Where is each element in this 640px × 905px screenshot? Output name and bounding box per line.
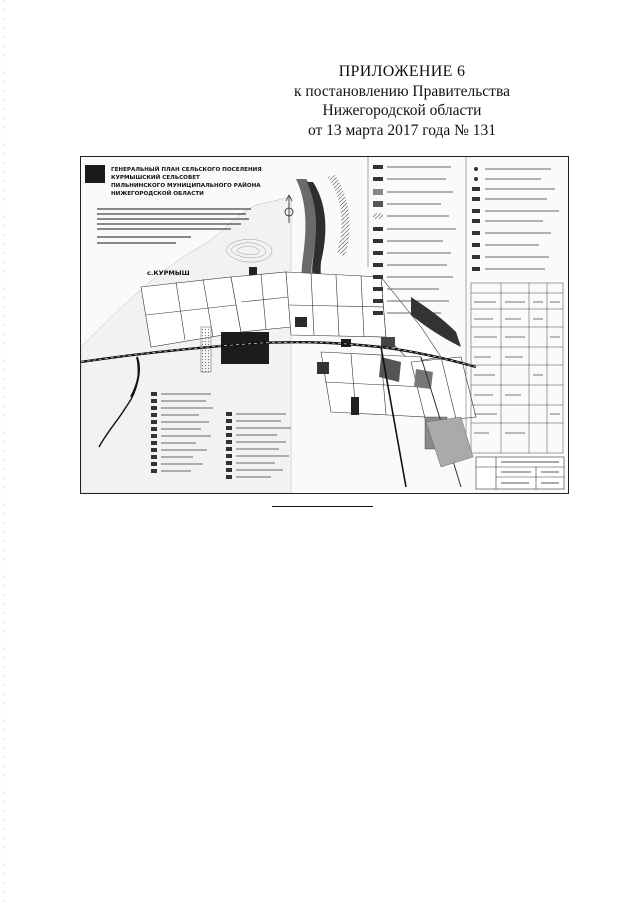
map-title-line: ПИЛЬНИНСКОГО МУНИЦИПАЛЬНОГО РАЙОНА [111, 181, 261, 189]
date-number-line: от 13 марта 2017 года № 131 [307, 121, 497, 139]
general-plan-map: ГЕНЕРАЛЬНЫЙ ПЛАН СЕЛЬСКОГО ПОСЕЛЕНИЯ КУР… [80, 156, 569, 494]
north-arrow-icon [284, 194, 294, 223]
map-legend-right [373, 165, 565, 490]
resolution-line: к постановлению Правительства [294, 82, 510, 100]
map-emblem [85, 165, 105, 183]
map-title-line: КУРМЫШСКИЙ СЕЛЬСОВЕТ [111, 173, 200, 181]
map-drawing: ГЕНЕРАЛЬНЫЙ ПЛАН СЕЛЬСКОГО ПОСЕЛЕНИЯ КУР… [81, 157, 568, 493]
map-legend-lower-left [151, 392, 291, 479]
map-title-line: НИЖЕГОРОДСКОЙ ОБЛАСТИ [111, 189, 204, 197]
region-line: Нижегородской области [322, 102, 482, 119]
river [296, 179, 411, 331]
settlement-label: с.КУРМЫШ [147, 269, 190, 277]
map-title: ГЕНЕРАЛЬНЫЙ ПЛАН СЕЛЬСКОГО ПОСЕЛЕНИЯ КУР… [111, 165, 262, 197]
document-heading: ПРИЛОЖЕНИЕ 6 к постановлению Правительст… [242, 62, 562, 140]
scan-edge-artifact [4, 0, 5, 905]
separator-rule [272, 506, 373, 507]
map-title-line: ГЕНЕРАЛЬНЫЙ ПЛАН СЕЛЬСКОГО ПОСЕЛЕНИЯ [111, 165, 262, 173]
indicator-table [470, 282, 564, 454]
appendix-title: ПРИЛОЖЕНИЕ 6 [338, 63, 466, 80]
